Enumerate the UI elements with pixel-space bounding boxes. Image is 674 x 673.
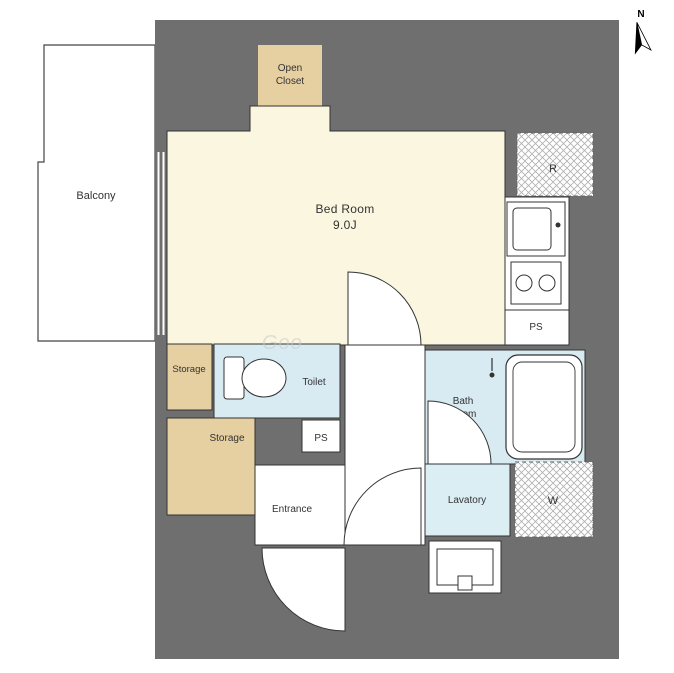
balcony-window-line-1 (157, 152, 160, 335)
open-closet-area (258, 45, 322, 106)
bathroom-label-1: Bath (453, 396, 474, 407)
open-closet-label-2: Closet (276, 76, 305, 87)
pipe-shaft-box (301, 419, 341, 453)
bedroom-label-1: Bed Room (315, 202, 374, 216)
washer-label: W (548, 495, 559, 507)
washer-pan-drain (457, 575, 473, 591)
toilet-tank (223, 356, 245, 400)
pipe-shaft-kitchen-label: PS (529, 322, 543, 333)
sink-faucet-icon (555, 222, 561, 228)
bathtub (505, 354, 583, 460)
pipe-shaft-toilet-label: PS (314, 433, 328, 444)
balcony-label: Balcony (76, 190, 116, 202)
entrance-area (254, 464, 346, 546)
storage-upper-label: Storage (172, 364, 205, 375)
door-arc-bedroom (347, 271, 422, 346)
open-closet-label-1: Open (278, 63, 302, 74)
toilet-label: Toilet (302, 377, 326, 388)
sink-unit (506, 201, 566, 257)
lavatory-label: Lavatory (448, 495, 486, 506)
bedroom-label-2: 9.0J (333, 218, 357, 232)
storage-upper-area (166, 343, 213, 411)
balcony-window-line-2 (162, 152, 165, 335)
washer-space (514, 461, 594, 538)
toilet-bowl (241, 358, 287, 398)
door-arc-entrance (261, 547, 346, 632)
stove-burner-left (515, 274, 533, 292)
watermark-text: Goo (262, 332, 303, 354)
compass-north-arrow (634, 22, 652, 55)
stove-burner-right (538, 274, 556, 292)
storage-lower-area (166, 417, 256, 516)
door-arc-hallway (343, 467, 422, 546)
compass-north-label: N (637, 9, 644, 20)
refrigerator-label: R (549, 163, 557, 175)
bathtub-inner (512, 361, 576, 453)
bath-faucet-dot (489, 372, 495, 378)
lavatory-area (424, 463, 511, 537)
refrigerator-space (516, 132, 594, 197)
door-arc-bathroom (427, 400, 492, 465)
sink-basin (512, 207, 552, 251)
storage-lower-label: Storage (209, 433, 244, 444)
stove-unit (510, 261, 562, 305)
entrance-label: Entrance (272, 504, 312, 515)
